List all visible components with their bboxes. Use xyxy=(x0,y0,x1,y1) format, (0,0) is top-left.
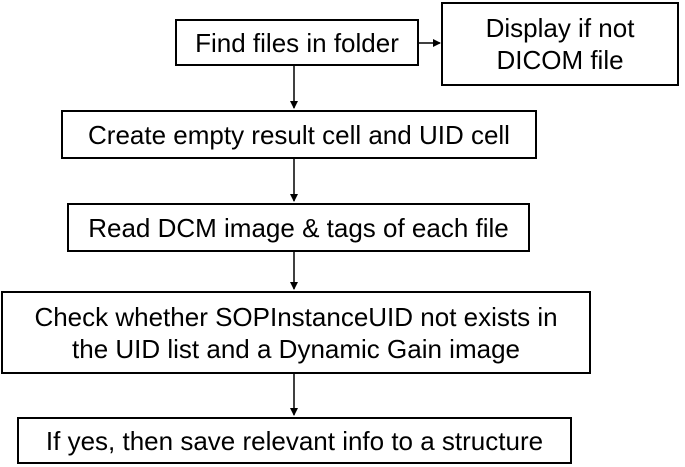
step-create-cells-label: Create empty result cell and UID cell xyxy=(88,119,510,150)
step-find-files: Find files in folder xyxy=(175,19,419,66)
step-save-info-label: If yes, then save relevant info to a str… xyxy=(45,425,544,456)
step-create-cells: Create empty result cell and UID cell xyxy=(61,110,537,159)
step-display-not-dicom: Display if not DICOM file xyxy=(441,2,679,86)
step-read-dcm: Read DCM image & tags of each file xyxy=(67,203,530,252)
step-check-uid-line1: Check whether SOPInstanceUID not exists … xyxy=(34,301,558,332)
step-check-uid: Check whether SOPInstanceUID not exists … xyxy=(1,291,591,374)
step-read-dcm-label: Read DCM image & tags of each file xyxy=(88,212,509,243)
step-save-info: If yes, then save relevant info to a str… xyxy=(17,417,572,464)
step-display-not-dicom-line2: DICOM file xyxy=(496,45,624,75)
step-display-not-dicom-line1: Display if not xyxy=(485,13,635,43)
step-check-uid-line2: the UID list and a Dynamic Gain image xyxy=(72,333,520,364)
step-find-files-label: Find files in folder xyxy=(195,27,399,58)
